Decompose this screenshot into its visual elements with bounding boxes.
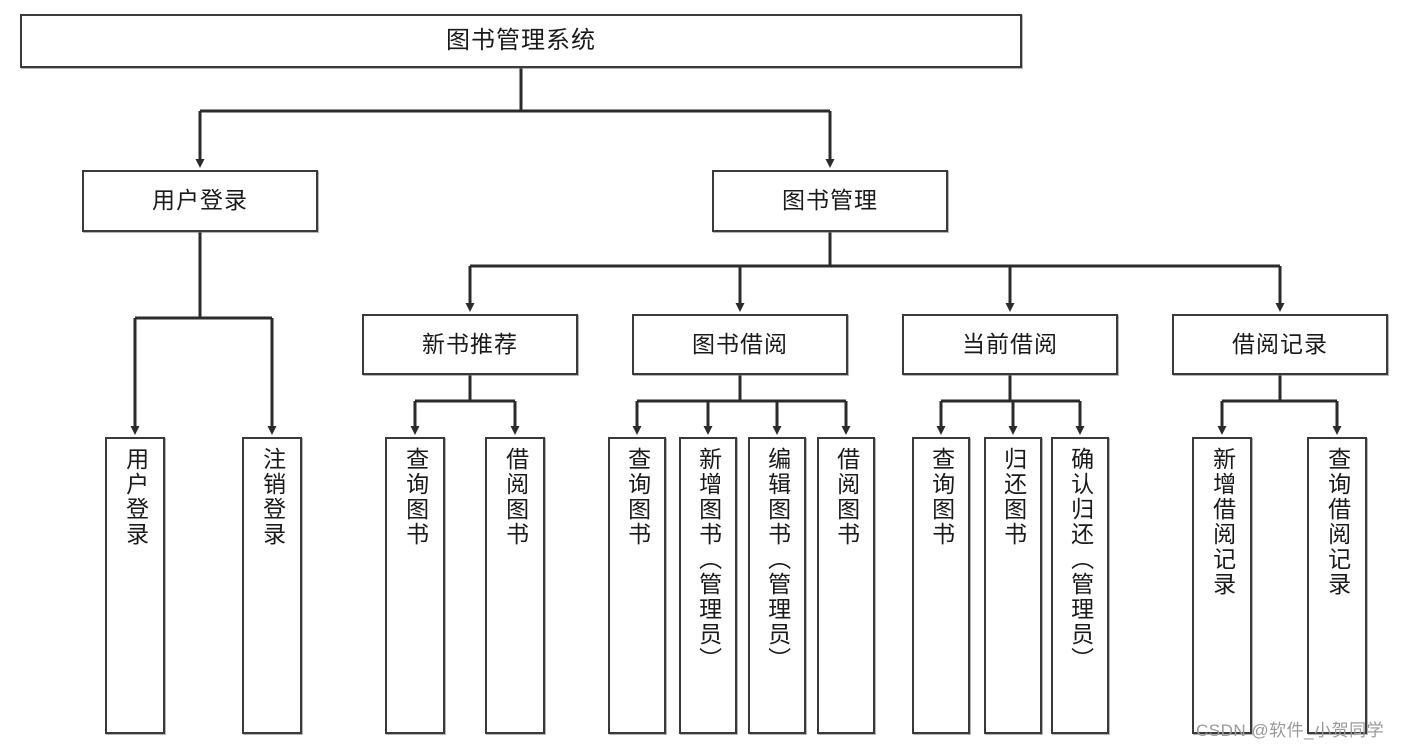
node-user-login[interactable]: 用户登录 [82, 170, 318, 232]
node-leaf-query-book-rec[interactable]: 查询图书 [385, 437, 445, 734]
node-leaf-add-record-label: 新增借阅记录 [1209, 447, 1236, 597]
node-leaf-query-book-borrow[interactable]: 查询图书 [608, 437, 666, 734]
node-borrow-record[interactable]: 借阅记录 [1172, 314, 1388, 375]
node-leaf-logout[interactable]: 注销登录 [242, 437, 302, 734]
node-leaf-confirm-return[interactable]: 确认归还（管理员） [1051, 437, 1109, 734]
node-current-borrow-label: 当前借阅 [962, 330, 1058, 357]
node-leaf-borrow-book-label: 借阅图书 [833, 447, 860, 547]
node-leaf-query-book-cur[interactable]: 查询图书 [912, 437, 970, 734]
node-book-borrow[interactable]: 图书借阅 [632, 314, 848, 375]
node-current-borrow[interactable]: 当前借阅 [902, 314, 1118, 375]
node-leaf-edit-book-label: 编辑图书（管理员） [764, 447, 791, 672]
node-leaf-user-login[interactable]: 用户登录 [105, 437, 165, 734]
node-leaf-add-book[interactable]: 新增图书（管理员） [679, 437, 737, 734]
node-leaf-user-login-label: 用户登录 [122, 447, 149, 547]
node-leaf-borrow-book[interactable]: 借阅图书 [817, 437, 875, 734]
node-leaf-query-book-borrow-label: 查询图书 [624, 447, 651, 547]
node-new-book-rec[interactable]: 新书推荐 [362, 314, 578, 375]
node-book-manage[interactable]: 图书管理 [712, 170, 948, 232]
node-book-manage-label: 图书管理 [782, 187, 878, 214]
node-leaf-query-book-cur-label: 查询图书 [928, 447, 955, 547]
node-leaf-add-record[interactable]: 新增借阅记录 [1192, 437, 1252, 734]
node-leaf-return-book[interactable]: 归还图书 [984, 437, 1042, 734]
node-leaf-query-book-rec-label: 查询图书 [402, 447, 429, 547]
node-leaf-borrow-book-rec-label: 借阅图书 [502, 447, 529, 547]
node-user-login-label: 用户登录 [152, 187, 248, 214]
node-borrow-record-label: 借阅记录 [1232, 330, 1328, 357]
node-leaf-borrow-book-rec[interactable]: 借阅图书 [485, 437, 545, 734]
node-leaf-add-book-label: 新增图书（管理员） [695, 447, 722, 672]
node-book-borrow-label: 图书借阅 [692, 330, 788, 357]
node-new-book-rec-label: 新书推荐 [422, 330, 518, 357]
node-root[interactable]: 图书管理系统 [20, 14, 1022, 68]
node-leaf-return-book-label: 归还图书 [1000, 447, 1027, 547]
node-leaf-confirm-return-label: 确认归还（管理员） [1067, 447, 1094, 672]
node-leaf-edit-book[interactable]: 编辑图书（管理员） [748, 437, 806, 734]
node-root-label: 图书管理系统 [446, 26, 596, 54]
node-leaf-query-record-label: 查询借阅记录 [1324, 447, 1351, 597]
node-leaf-logout-label: 注销登录 [259, 447, 286, 547]
node-leaf-query-record[interactable]: 查询借阅记录 [1307, 437, 1367, 734]
csdn-watermark: CSDN @软件_小贺同学 [1196, 721, 1385, 740]
